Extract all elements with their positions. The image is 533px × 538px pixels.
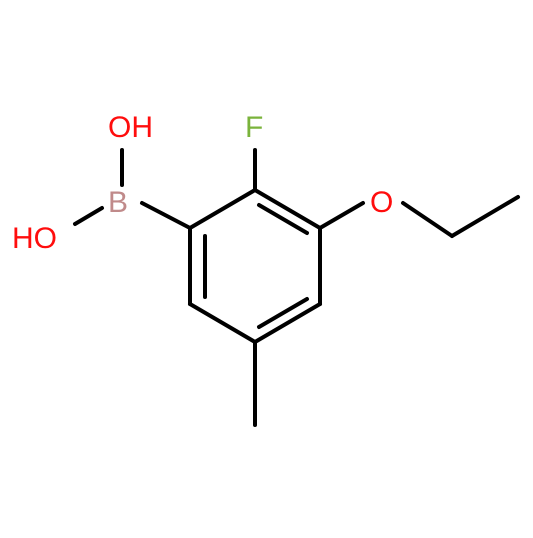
bond-boron-oh-left xyxy=(73,206,104,226)
bond-oxygen-ethyl-ch2 xyxy=(401,201,454,238)
ring-bond-c5-c6 xyxy=(188,302,257,344)
ring-bond-c4-c5 xyxy=(253,302,322,344)
ring-bond-c1-c2 xyxy=(188,188,257,230)
boron-label: B xyxy=(108,186,128,219)
ring-bond-c2-c3 xyxy=(253,188,322,230)
bond-c3-ether-oxygen xyxy=(318,201,365,230)
bond-ethyl-ch2-ch3 xyxy=(450,195,520,238)
fluorine-label: F xyxy=(245,111,263,144)
bond-c1-boron xyxy=(140,201,192,230)
oh-top-label: OH xyxy=(108,111,153,144)
ring-double-bond-c2-c3 xyxy=(257,203,309,235)
oh-left-label: HO xyxy=(12,222,57,255)
ether-oxygen-label: O xyxy=(370,186,393,219)
ring-double-bond-c4-c5 xyxy=(257,297,309,329)
